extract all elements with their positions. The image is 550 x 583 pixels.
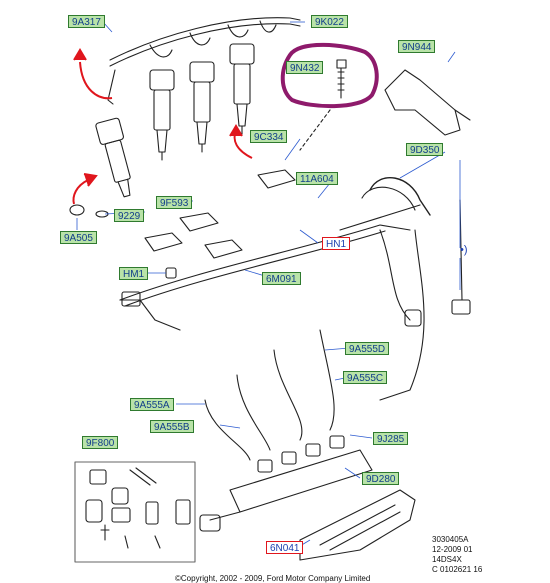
fuel-rail [199,435,373,532]
label-9A555B: 9A555B [150,420,194,433]
label-9D350: 9D350 [406,143,444,156]
label-9C334: 9C334 [250,130,288,143]
seal-washer [69,204,85,216]
copyright-text: ©Copyright, 2002 - 2009, Ford Motor Comp… [175,574,371,583]
label-9J285: 9J285 [373,432,409,445]
rail-shield [299,489,416,561]
inset-box-kit [74,461,196,563]
label-HM1: HM1 [119,267,149,280]
label-9A555D: 9A555D [345,342,390,355]
highlight-circle [280,42,379,109]
high-pressure-pipes [204,329,335,461]
bracket [384,69,471,136]
drawing-meta: 3030405A 12-2009 01 14DS4X C 0102621 16 [432,535,482,575]
label-9229: 9229 [114,209,145,222]
label-9D280: 9D280 [362,472,400,485]
label-9N432: 9N432 [286,61,324,74]
injector-bolt [299,59,347,151]
meta-line-2: 12-2009 01 [432,545,473,554]
label-9A555C: 9A555C [343,371,388,384]
label-9F800: 9F800 [82,436,119,449]
leak-off-pipe [107,17,301,105]
label-9F593: 9F593 [156,196,193,209]
wiring-harness [119,177,471,401]
meta-line-3: 14DS4X [432,555,462,564]
meta-line-1: 3030405A [432,535,469,544]
label-6M091: 6M091 [262,272,301,285]
injector-group [95,43,255,198]
injector-clamps [144,169,296,259]
label-9K022: 9K022 [311,15,348,28]
label-9A317: 9A317 [68,15,105,28]
label-9A505: 9A505 [60,231,97,244]
label-HN1: HN1 [322,237,351,250]
label-11A604: 11A604 [296,172,338,185]
meta-line-4: C 0102621 16 [432,565,483,574]
indicator-arrows [72,48,253,205]
label-6N041: 6N041 [266,541,304,554]
label-marker: •) [460,244,468,256]
label-9N944: 9N944 [398,40,436,53]
label-9A555A: 9A555A [130,398,174,411]
